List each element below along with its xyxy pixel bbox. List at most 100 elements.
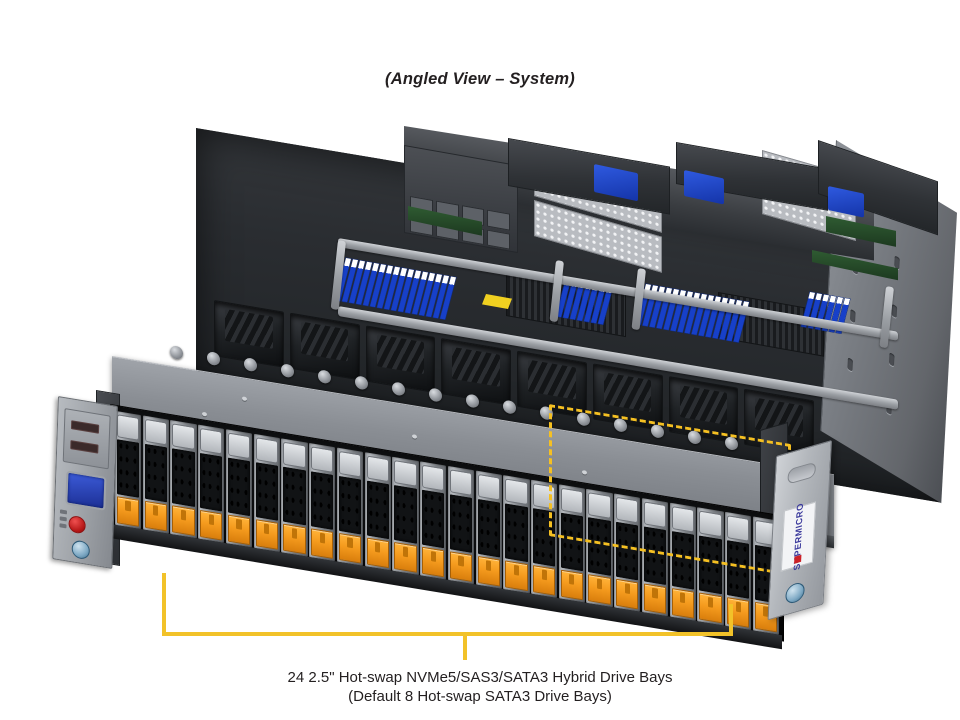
hot-swap-drive-bay[interactable] [281, 438, 308, 557]
drive-release-latch[interactable] [505, 560, 528, 592]
cover-thumbscrew [725, 435, 738, 451]
drive-release-latch[interactable] [366, 537, 389, 569]
rack-ear-thumbscrew[interactable] [785, 580, 806, 606]
drive-carrier-vent [338, 475, 362, 535]
drive-carrier-vent [699, 535, 722, 595]
vga-port[interactable] [65, 470, 107, 511]
hot-swap-drive-bay[interactable] [475, 470, 502, 589]
cover-thumbscrew [614, 417, 627, 433]
drive-release-latch[interactable] [533, 564, 556, 596]
drive-release-latch[interactable] [449, 551, 473, 582]
drive-release-latch[interactable] [422, 546, 445, 578]
drive-carrier-handle [394, 460, 417, 487]
drive-release-latch[interactable] [338, 532, 362, 564]
hot-swap-drive-bay[interactable] [198, 424, 225, 543]
cover-thumbscrew [207, 350, 220, 366]
hot-swap-drive-bay[interactable] [614, 493, 641, 612]
drive-carrier-vent [366, 479, 389, 540]
cover-thumbscrew [355, 374, 368, 390]
hot-swap-drive-bay[interactable] [503, 475, 530, 594]
hot-swap-drive-bay[interactable] [697, 507, 724, 626]
drive-carrier-vent [422, 489, 445, 549]
drive-release-latch[interactable] [560, 569, 583, 601]
drive-release-latch[interactable] [699, 592, 722, 624]
supermicro-logo: SUPERMICRO [780, 501, 817, 572]
drive-carrier-handle [227, 432, 251, 459]
drive-release-latch[interactable] [117, 496, 140, 527]
drive-release-latch[interactable] [616, 578, 639, 610]
drive-carrier-handle [144, 418, 167, 445]
front-control-panel[interactable] [52, 396, 118, 569]
callout-bracket-left-arm [162, 573, 166, 636]
drive-carrier-handle [283, 441, 306, 468]
hot-swap-drive-bay[interactable] [309, 442, 336, 562]
drive-release-latch[interactable] [588, 574, 611, 605]
right-rack-ear[interactable]: SUPERMICRO [767, 439, 832, 621]
drive-carrier-vent [588, 516, 611, 576]
cover-thumbscrew [651, 423, 664, 439]
rack-ear-thumbscrew[interactable] [71, 539, 91, 561]
drive-carrier-handle [255, 437, 278, 464]
drive-bay-caption-line2: (Default 8 Hot-swap SATA3 Drive Bays) [348, 688, 612, 705]
cover-thumbscrew [170, 344, 183, 360]
drive-carrier-handle [311, 446, 334, 473]
drive-release-latch[interactable] [144, 500, 167, 532]
hot-swap-drive-bay[interactable] [142, 415, 169, 534]
drive-release-latch[interactable] [172, 505, 195, 537]
power-button[interactable] [68, 514, 86, 535]
hot-swap-drive-bay[interactable] [586, 488, 613, 608]
hot-swap-drive-bay[interactable] [641, 498, 669, 617]
ear-indicator-oval [787, 461, 817, 485]
drive-carrier-vent [394, 484, 417, 544]
drive-release-latch[interactable] [227, 514, 251, 546]
hot-swap-drive-bay[interactable] [669, 502, 696, 621]
drive-carrier-vent [311, 470, 334, 530]
drive-release-latch[interactable] [200, 509, 223, 541]
drive-carrier-vent [283, 466, 306, 526]
drive-bay-caption-line1: 24 2.5" Hot-swap NVMe5/SAS3/SATA3 Hybrid… [287, 669, 673, 686]
drive-carrier-handle [477, 473, 500, 501]
hot-swap-drive-bay[interactable] [170, 420, 197, 539]
drive-release-latch[interactable] [671, 587, 694, 619]
drive-carrier-handle [671, 505, 694, 533]
hot-swap-drive-bay[interactable] [364, 452, 391, 571]
hot-swap-drive-bay[interactable] [531, 479, 558, 599]
drive-carrier-handle [338, 450, 362, 478]
callout-bracket-span [162, 632, 733, 636]
cover-thumbscrew [429, 386, 442, 403]
drive-release-latch[interactable] [283, 523, 306, 555]
cover-thumbscrew [318, 368, 331, 384]
hot-swap-drive-bay[interactable] [558, 484, 585, 603]
cover-thumbscrew [577, 411, 590, 427]
drive-release-latch[interactable] [394, 541, 417, 573]
drive-carrier-vent [144, 443, 167, 503]
drive-carrier-handle [588, 492, 611, 519]
hot-swap-drive-bay[interactable] [225, 429, 253, 548]
cover-thumbscrew [392, 380, 405, 396]
hot-swap-drive-bay[interactable] [115, 410, 142, 530]
drive-carrier-handle [117, 414, 140, 441]
drive-carrier-handle [366, 455, 389, 482]
cover-thumbscrew [244, 356, 257, 372]
drive-release-latch[interactable] [643, 583, 667, 615]
cover-thumbscrew [503, 399, 516, 415]
drive-release-latch[interactable] [477, 555, 500, 587]
hot-swap-drive-bay[interactable] [336, 447, 364, 566]
hot-swap-drive-bay[interactable] [253, 433, 280, 553]
drive-release-latch[interactable] [311, 528, 334, 559]
drive-carrier-handle [616, 496, 639, 524]
drive-carrier-vent [172, 447, 195, 507]
usb-ports[interactable] [62, 408, 111, 470]
drive-carrier-vent [643, 525, 667, 585]
hot-swap-drive-bay[interactable] [392, 456, 419, 576]
drive-carrier-vent [671, 530, 694, 590]
hot-swap-drive-bay[interactable] [447, 465, 475, 585]
hot-swap-drive-bay[interactable] [420, 461, 447, 580]
drive-carrier-vent [477, 498, 500, 558]
drive-carrier-vent [117, 438, 140, 498]
drive-carrier-handle [727, 515, 750, 542]
drive-carrier-handle [533, 483, 556, 510]
drive-carrier-vent [449, 493, 473, 553]
drive-release-latch[interactable] [255, 519, 278, 550]
